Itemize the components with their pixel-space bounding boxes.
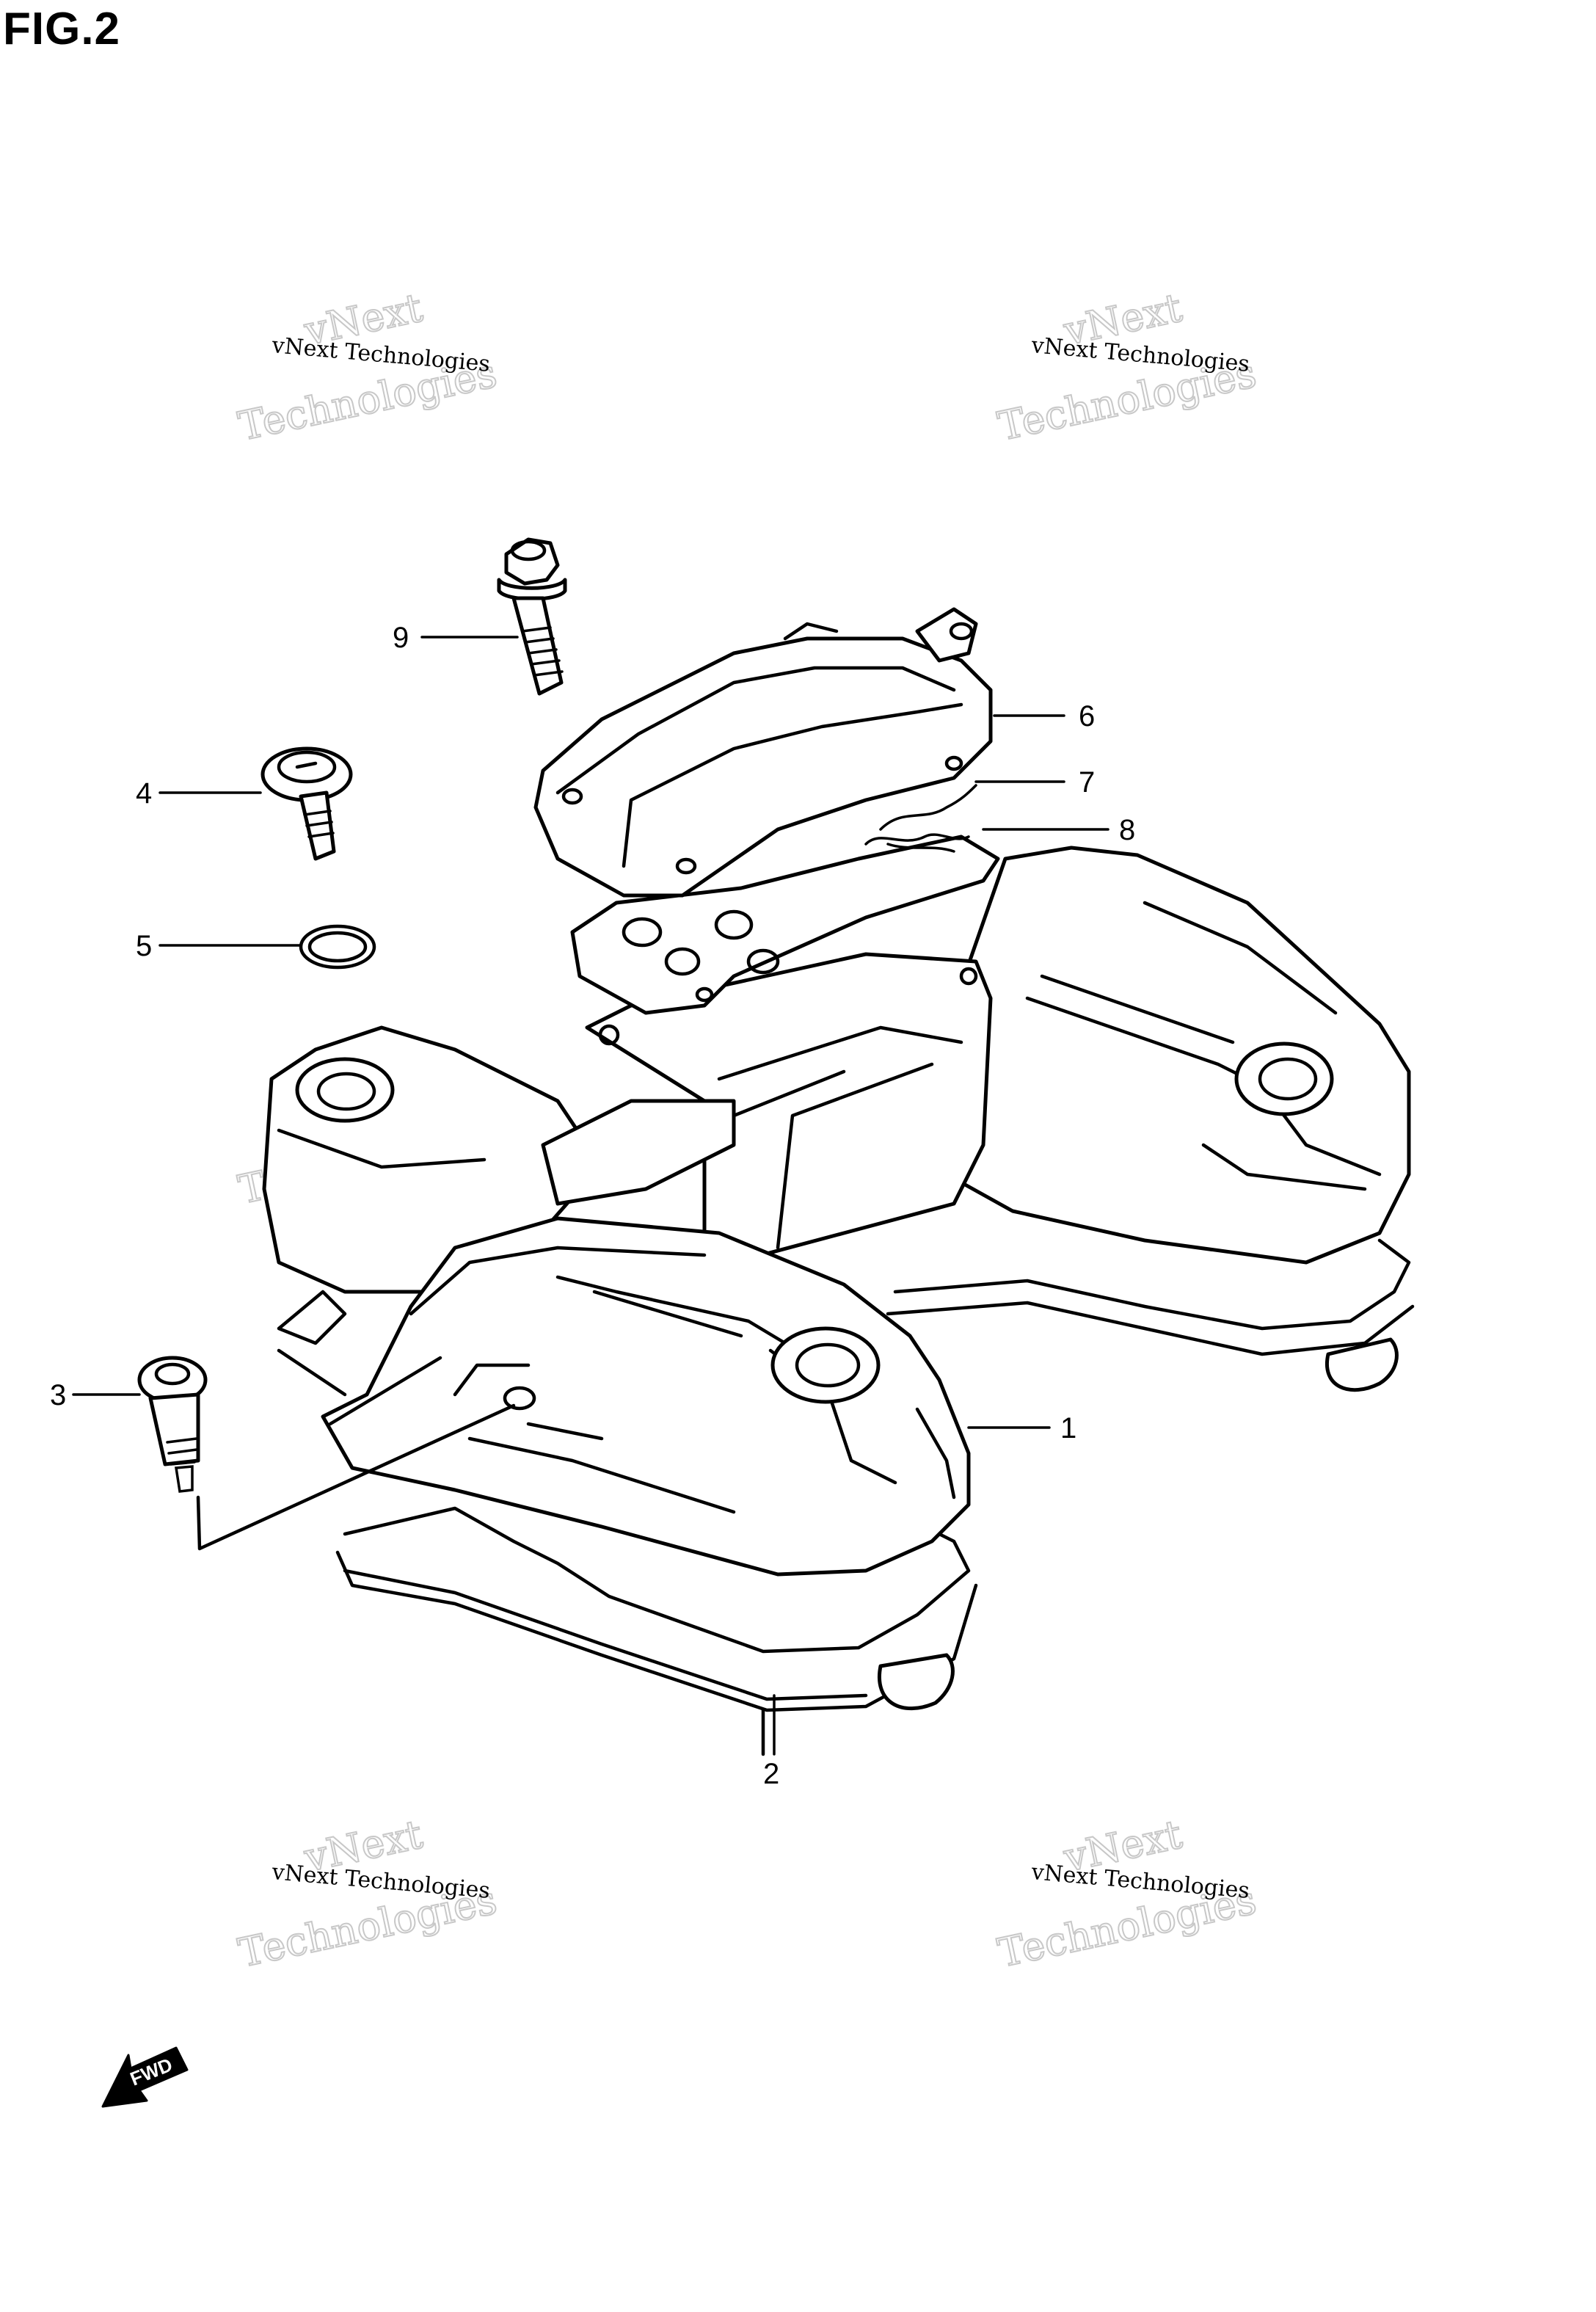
part-1-cylinder-head-cover [262,846,1411,1577]
forward-direction-arrow: FWD [101,2046,189,2108]
part-9-bolt [497,537,567,696]
callout-4: 4 [136,777,152,810]
callout-8: 8 [1119,814,1135,846]
callout-6: 6 [1079,700,1095,733]
callout-2: 2 [763,1758,779,1790]
watermark-top-left: Technologies vNext vNext Technologies [234,283,502,450]
callout-5: 5 [136,930,152,962]
figure-title: FIG.2 [3,4,121,54]
part-7-seal [879,784,977,853]
part-2-cover-gasket [277,1238,1415,1756]
callout-7: 7 [1079,766,1095,799]
callout-9: 9 [393,622,409,654]
part-5-o-ring [299,924,376,970]
callout-1: 1 [1060,1412,1076,1444]
watermark-bottom-right: Technologies vNext vNext Technologies [994,1810,1261,1977]
callout-3: 3 [50,1379,66,1411]
leader-lines [72,636,1109,1756]
callout-labels: 9 4 5 3 6 7 8 1 2 [50,622,1135,1790]
watermark-top-right: Technologies vNext vNext Technologies [994,283,1261,450]
part-6-breather-cap [533,607,993,898]
watermark-bottom-left: Technologies vNext vNext Technologies [234,1810,502,1977]
part-3-bolt [137,1356,516,1551]
part-8-cap-gasket [570,833,1000,1015]
part-4-washer-bolt [260,746,353,861]
